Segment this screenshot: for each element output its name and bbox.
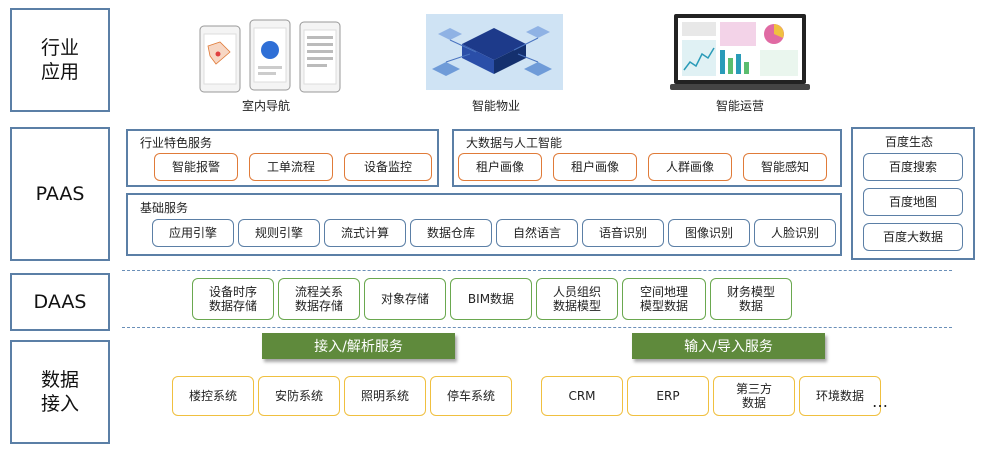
more-sources-ellipsis: …: [872, 392, 888, 411]
daas-process-relations: 流程关系 数据存储: [278, 278, 360, 320]
laptop-dashboard-illustration: [670, 12, 810, 92]
ingest-parse-service-bar: 接入/解析服务: [262, 333, 455, 359]
base-face-recognition: 人脸识别: [754, 219, 836, 247]
separator-daas-ingest: [122, 327, 952, 328]
base-data-warehouse: 数据仓库: [410, 219, 492, 247]
app-caption-smart-operations: 智能运营: [715, 99, 764, 113]
daas-finance-model: 财务模型 数据: [710, 278, 792, 320]
baidu-map: 百度地图: [863, 188, 963, 216]
baidu-search: 百度搜索: [863, 153, 963, 181]
base-rule-engine: 规则引擎: [238, 219, 320, 247]
app-caption-indoor-navigation: 室内导航: [241, 99, 290, 113]
source-building-control: 楼控系统: [172, 376, 254, 416]
service-work-order: 工单流程: [249, 153, 333, 181]
daas-bim-data: BIM数据: [450, 278, 532, 320]
phones-map-illustration: [196, 16, 346, 94]
baidu-ecosystem-title: 百度生态: [885, 135, 934, 149]
daas-device-timeseries: 设备时序 数据存储: [192, 278, 274, 320]
daas-org-model: 人员组织 数据模型: [536, 278, 618, 320]
service-smart-alarm: 智能报警: [154, 153, 238, 181]
base-image-recognition: 图像识别: [668, 219, 750, 247]
industry-services-title: 行业特色服务: [140, 136, 213, 150]
ai-tenant-profile-2: 租户画像: [553, 153, 637, 181]
source-security: 安防系统: [258, 376, 340, 416]
base-services-title: 基础服务: [140, 201, 189, 215]
layer-label-ingest: 数据 接入: [10, 340, 110, 444]
ai-smart-perception: 智能感知: [743, 153, 827, 181]
separator-paas-daas: [122, 270, 952, 271]
base-speech-recognition: 语音识别: [582, 219, 664, 247]
app-caption-smart-property: 智能物业: [471, 99, 520, 113]
layer-label-daas: DAAS: [10, 273, 110, 331]
source-lighting: 照明系统: [344, 376, 426, 416]
bigdata-ai-title: 大数据与人工智能: [466, 136, 563, 150]
ai-tenant-profile-1: 租户画像: [458, 153, 542, 181]
base-natural-language: 自然语言: [496, 219, 578, 247]
layer-label-paas: PAAS: [10, 127, 110, 261]
ai-crowd-profile: 人群画像: [648, 153, 732, 181]
daas-spatial-model: 空间地理 模型数据: [622, 278, 706, 320]
source-erp: ERP: [627, 376, 709, 416]
service-device-monitor: 设备监控: [344, 153, 432, 181]
base-stream-computing: 流式计算: [324, 219, 406, 247]
baidu-bigdata: 百度大数据: [863, 223, 963, 251]
source-third-party: 第三方 数据: [713, 376, 795, 416]
input-import-service-bar: 输入/导入服务: [632, 333, 825, 359]
source-environment: 环境数据: [799, 376, 881, 416]
base-app-engine: 应用引擎: [152, 219, 234, 247]
source-crm: CRM: [541, 376, 623, 416]
source-parking: 停车系统: [430, 376, 512, 416]
isometric-city-illustration: [426, 14, 563, 90]
layer-label-industry: 行业 应用: [10, 8, 110, 112]
daas-object-storage: 对象存储: [364, 278, 446, 320]
